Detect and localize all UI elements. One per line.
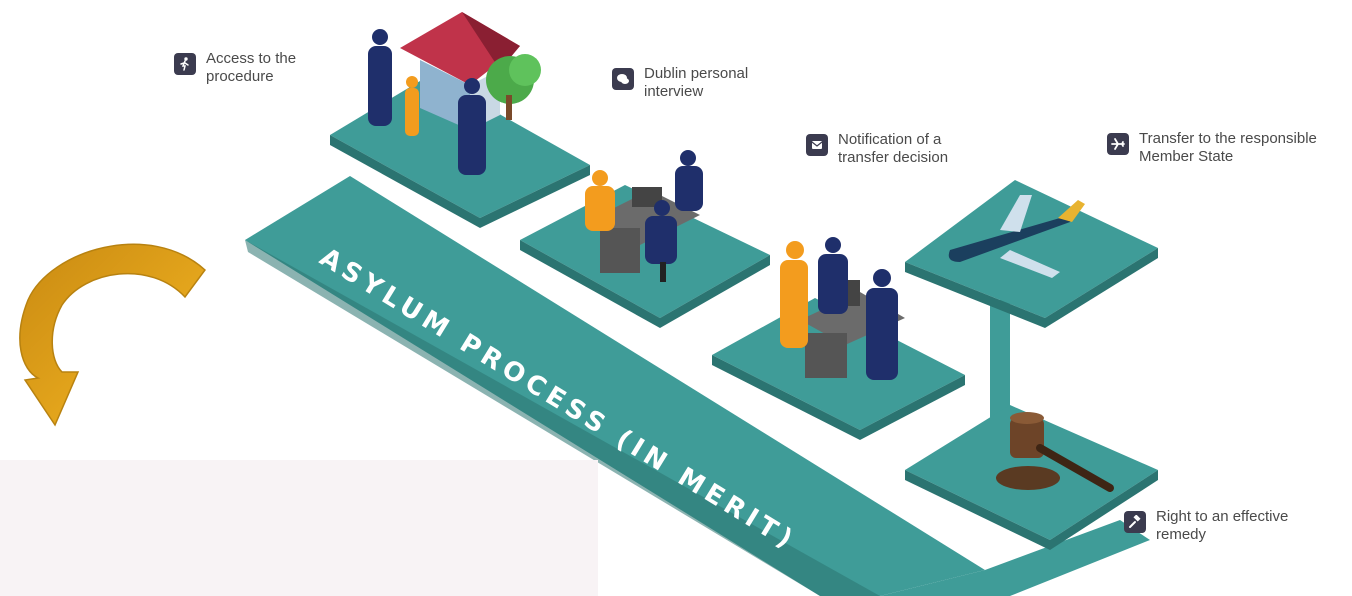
airplane-illustration — [948, 195, 1085, 278]
gavel-illustration — [996, 412, 1114, 492]
notification-figures — [780, 237, 905, 380]
speech-bubble-icon — [612, 68, 634, 90]
step-label: Transfer to the responsible Member State — [1139, 130, 1317, 165]
curved-arrow — [19, 243, 207, 427]
step-label: Access to the procedure — [206, 50, 297, 85]
interview-figures — [585, 150, 703, 282]
gavel-icon — [1124, 511, 1146, 533]
family-figures — [368, 29, 486, 175]
platform-transfer — [905, 180, 1158, 328]
envelope-icon — [806, 134, 828, 156]
step-access: Access to the procedure — [174, 50, 296, 86]
asylum-path — [245, 176, 1150, 596]
step-label: Notification of a transfer decision — [838, 131, 949, 166]
step-interview: Dublin personal interview — [612, 65, 748, 101]
step-notification: Notification of a transfer decision — [806, 131, 948, 167]
step-label: Dublin personal interview — [644, 65, 749, 100]
step-remedy: Right to an effective remedy — [1124, 508, 1288, 544]
step-label: Right to an effective remedy — [1156, 508, 1289, 543]
blank-panel — [0, 460, 598, 596]
walking-person-icon — [174, 53, 196, 75]
airplane-icon — [1107, 133, 1129, 155]
step-transfer: Transfer to the responsible Member State — [1107, 130, 1317, 166]
